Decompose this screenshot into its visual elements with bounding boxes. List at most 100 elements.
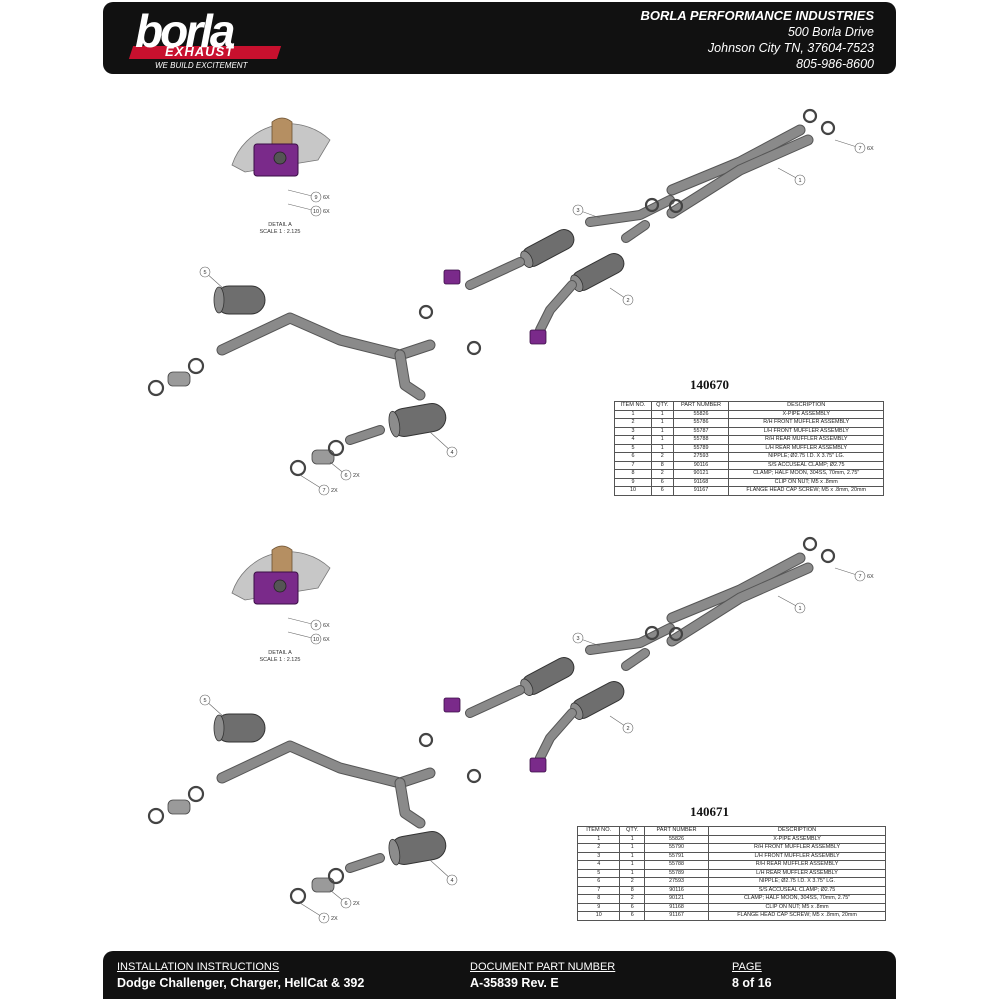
cell-description: L/H REAR MUFFLER ASSEMBLY (728, 443, 884, 453)
clamp (418, 732, 434, 748)
front-out (622, 221, 649, 242)
cell-item-no: 10 (576, 911, 621, 921)
cell-item-no: 2 (576, 843, 621, 853)
clamp (820, 120, 836, 136)
detail-scale: SCALE 1 : 2.125 (260, 229, 301, 235)
detail-title: DETAIL A (268, 222, 292, 228)
cell-item-no: 8 (613, 469, 653, 479)
cell-part-number: 55826 (644, 834, 710, 844)
detail-scale: SCALE 1 : 2.125 (260, 657, 301, 663)
clamp (289, 459, 307, 477)
x-pipe-left (667, 125, 805, 195)
qty-note: 2X (331, 916, 338, 922)
cell-qty: 1 (619, 851, 646, 861)
nipple (311, 449, 335, 465)
detail-bolt (273, 151, 287, 165)
clamp (147, 807, 165, 825)
mid-pipe-drop (395, 350, 425, 400)
cell-part-number: 55786 (672, 418, 730, 428)
detail-bolt (273, 579, 287, 593)
hanger-bracket (443, 697, 461, 713)
rh-front-muffler (570, 253, 625, 292)
cell-qty: 1 (619, 834, 646, 844)
col-description: DESCRIPTION (728, 401, 884, 411)
callout-bubble (622, 294, 634, 306)
cell-description: S/S ACCUSEAL CLAMP; Ø2.75 (728, 460, 884, 470)
clamp (327, 867, 345, 885)
cell-part-number: 55788 (644, 860, 710, 870)
cell-qty: 8 (619, 885, 646, 895)
doc-part-value: A-35839 Rev. E (470, 976, 559, 990)
callout-number: 7 (858, 574, 861, 580)
cell-qty: 6 (651, 486, 674, 496)
callout-bubble (199, 266, 211, 278)
cell-qty: 2 (651, 452, 674, 462)
callout-bubble (310, 619, 322, 631)
footer-page: PAGE 8 of 16 (732, 960, 772, 992)
qty-note: 2X (331, 488, 338, 494)
instructions-label: INSTALLATION INSTRUCTIONS (117, 961, 280, 973)
callout-number: 1 (798, 178, 801, 184)
clamp (418, 304, 434, 320)
company-street: 500 Borla Drive (787, 25, 874, 39)
cell-qty: 1 (651, 426, 674, 436)
callout-number: 9 (314, 195, 317, 201)
callout-number: 5 (203, 270, 206, 276)
qty-note: 2X (353, 901, 360, 907)
cell-part-number: 55789 (672, 443, 730, 453)
rh-rear-muffler-end (388, 838, 401, 866)
doc-part-label: DOCUMENT PART NUMBER (470, 961, 616, 973)
footer-document: DOCUMENT PART NUMBER A-35839 Rev. E (470, 960, 615, 992)
cell-part-number: 55790 (644, 843, 710, 853)
callout-number: 10 (313, 209, 319, 215)
cell-item-no: 5 (576, 868, 621, 878)
col-part-number: PART NUMBER (644, 826, 710, 836)
callout-bubble (794, 602, 806, 614)
lh-rear-muffler-end (213, 286, 225, 314)
callout-bubble (446, 446, 458, 458)
callout-bubble (622, 722, 634, 734)
col-item-no: ITEM NO. (576, 826, 621, 836)
cell-description: L/H REAR MUFFLER ASSEMBLY (708, 868, 886, 878)
cell-item-no: 9 (576, 902, 621, 912)
cell-description: R/H FRONT MUFFLER ASSEMBLY (728, 418, 884, 428)
qty-note: 6X (323, 209, 330, 215)
cell-part-number: 27593 (644, 877, 710, 887)
cell-part-number: 91168 (644, 902, 710, 912)
col-description: DESCRIPTION (708, 826, 886, 836)
clamp (187, 357, 205, 375)
callout-number: 7 (322, 488, 325, 494)
cell-item-no: 1 (613, 409, 653, 419)
cell-description: L/H FRONT MUFFLER ASSEMBLY (708, 851, 886, 861)
clamp (820, 548, 836, 564)
front-in-right (536, 281, 576, 334)
cell-qty: 6 (619, 902, 646, 912)
company-city: Johnson City TN, 37604-7523 (707, 41, 874, 55)
callout-number: 3 (576, 208, 579, 214)
clamp (289, 887, 307, 905)
borla-logo: borla EXHAUST WE BUILD EXCITEMENT (125, 5, 295, 70)
logo-sub: EXHAUST (165, 44, 235, 59)
qty-note: 6X (867, 146, 874, 152)
qty-note: 6X (867, 574, 874, 580)
cell-qty: 2 (619, 877, 646, 887)
cell-description: FLANGE HEAD CAP SCREW; M5 x .8mm, 20mm (708, 911, 886, 921)
cell-description: R/H REAR MUFFLER ASSEMBLY (708, 860, 886, 870)
cell-description: NIPPLE; Ø2.75 I.D. X 3.75" LG. (728, 452, 884, 462)
qty-note: 6X (323, 637, 330, 643)
front-in-left (466, 686, 524, 717)
